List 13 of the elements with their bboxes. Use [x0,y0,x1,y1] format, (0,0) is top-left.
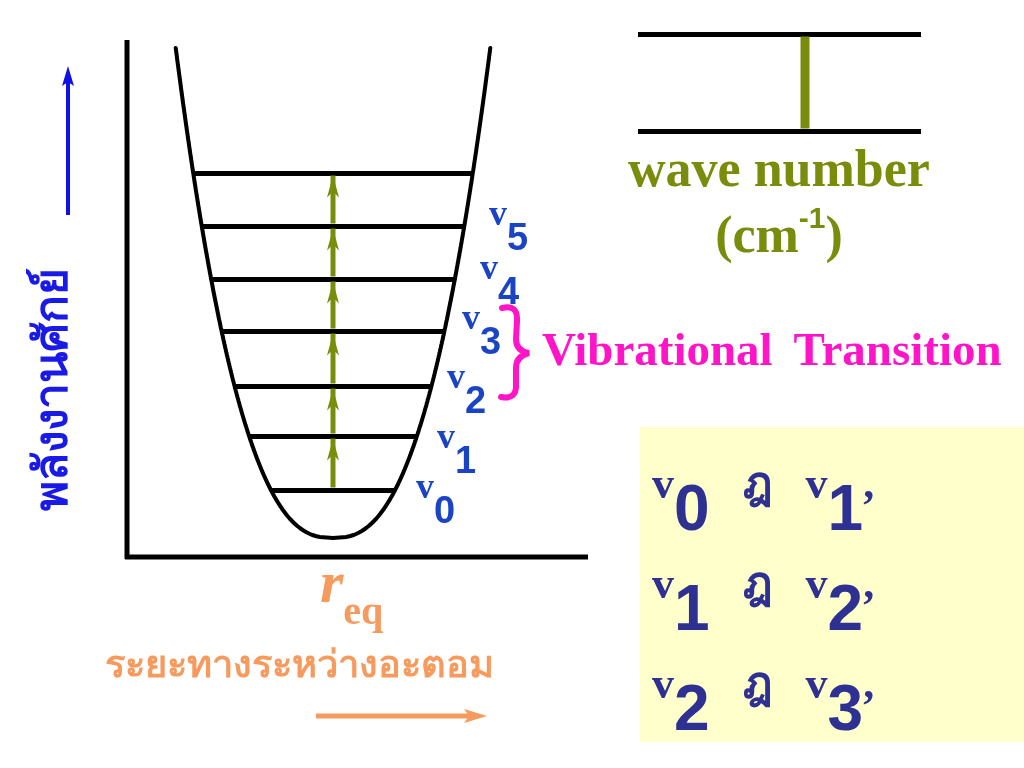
connector-line [800,36,810,129]
arrow [327,333,339,384]
wave-number-label: wave number (cm$^{-1}$) [627,139,931,265]
arrow [327,438,339,488]
arrow [327,281,339,329]
arrow [327,388,339,434]
x-axis-title: ระยะทางระหว่างอะตอม [105,645,494,683]
transition-label: Vibrational Transition [542,326,1002,373]
arrow [327,175,339,224]
equilibrium-distance-label: r$_{eq}$ [320,560,384,631]
highlight-panel [640,427,1024,742]
arrow [327,228,339,277]
y-axis-title: พลังงานศักย์ [27,267,73,511]
